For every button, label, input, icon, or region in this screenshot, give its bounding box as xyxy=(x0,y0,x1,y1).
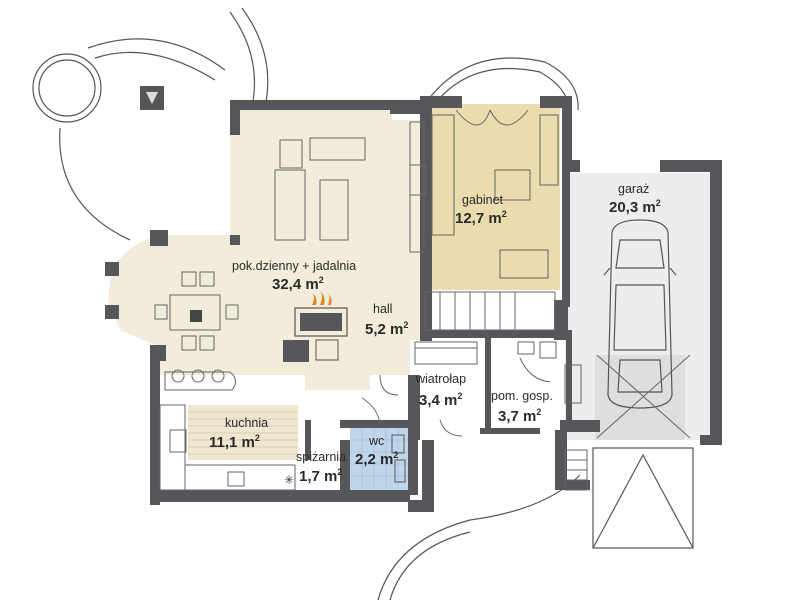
car-icon xyxy=(603,219,677,409)
area-unit-exponent: 2 xyxy=(501,209,507,219)
area-unit-exponent: 2 xyxy=(655,198,661,208)
living-room-floor xyxy=(108,110,430,390)
area-unit: m xyxy=(380,451,394,468)
area-unit-exponent: 2 xyxy=(254,433,260,443)
kitchen-area-value: 11,1 xyxy=(209,434,238,451)
area-unit-exponent: 2 xyxy=(403,320,409,330)
kitchen-floor-stripes xyxy=(188,411,298,455)
kitchen-counter xyxy=(159,369,296,491)
pantry-name: spiżarnia xyxy=(296,450,347,464)
kitchen-name: kuchnia xyxy=(225,416,269,430)
wc-tile-grid xyxy=(350,428,408,490)
hall-name: hall xyxy=(373,302,393,316)
utility-room-area-value: 3,7 xyxy=(498,408,519,425)
area-unit: m xyxy=(241,434,255,451)
area-unit: m xyxy=(523,408,537,425)
wc-fixtures xyxy=(391,434,406,483)
terrace-round-pad xyxy=(32,53,102,123)
area-unit: m xyxy=(324,468,338,485)
wc-name: wc xyxy=(369,434,385,448)
pantry-area: 1,7 m2 xyxy=(299,467,343,485)
area-unit-exponent: 2 xyxy=(457,391,463,401)
wc-tile-floor xyxy=(350,428,408,490)
wc-area: 2,2 m2 xyxy=(355,450,399,468)
vestibule-area-value: 3,4 xyxy=(419,392,440,409)
utility-room-name: pom. gosp. xyxy=(491,389,553,403)
study-area-value: 12,7 xyxy=(455,210,485,227)
garage-door-swing xyxy=(596,354,691,439)
area-unit: m xyxy=(488,210,502,227)
study-area: 12,7 m2 xyxy=(455,209,507,227)
sofa-set xyxy=(274,121,427,253)
utility-room-area: 3,7 m2 xyxy=(498,407,542,425)
area-unit-exponent: 2 xyxy=(393,450,399,460)
study-name: gabinet xyxy=(462,193,504,207)
garage-ramp xyxy=(592,447,694,549)
hall-area: 5,2 m2 xyxy=(365,320,409,338)
garage-area: 20,3 m2 xyxy=(609,198,661,216)
area-unit-exponent: 2 xyxy=(318,275,324,285)
fireplace-base xyxy=(283,340,309,362)
vestibule-furniture xyxy=(361,341,478,437)
pantry-area-value: 1,7 xyxy=(299,468,320,485)
fireplace-icon xyxy=(294,291,348,337)
area-unit: m xyxy=(305,276,319,293)
area-unit: m xyxy=(642,199,656,216)
terrace-top-arc xyxy=(427,57,579,111)
area-unit-exponent: 2 xyxy=(536,407,542,417)
garage-name: garaż xyxy=(618,182,650,196)
pillar-icon xyxy=(140,86,164,110)
kitchen-floor xyxy=(188,405,298,460)
hall-area-value: 5,2 xyxy=(365,321,386,338)
vestibule-name: wiatrołap xyxy=(416,372,467,386)
area-unit: m xyxy=(444,392,458,409)
wc-area-value: 2,2 xyxy=(355,451,376,468)
living-room-area-value: 32,4 xyxy=(272,276,302,293)
walls xyxy=(105,96,722,512)
garage-side-steps xyxy=(564,449,588,491)
vestibule-area: 3,4 m2 xyxy=(419,391,463,409)
pantry-star-icon: ✳ xyxy=(284,473,294,487)
stair-icon xyxy=(424,291,556,331)
garage-area-value: 20,3 xyxy=(609,199,639,216)
area-unit-exponent: 2 xyxy=(337,467,343,477)
fireplace-grate xyxy=(315,339,339,361)
living-room-name: pok.dzienny + jadalnia xyxy=(232,259,357,273)
area-unit: m xyxy=(390,321,404,338)
kitchen-area: 11,1 m2 xyxy=(209,433,260,451)
living-room-area: 32,4 m2 xyxy=(272,275,324,293)
utility-room-fixtures xyxy=(517,341,582,404)
dining-table-set xyxy=(154,271,239,351)
study-furniture xyxy=(431,109,559,279)
